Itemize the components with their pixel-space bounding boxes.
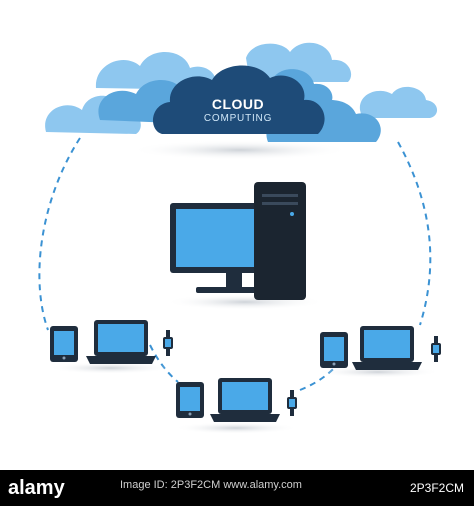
cloud-cluster <box>45 42 438 160</box>
cloud-title: CLOUD <box>211 96 265 112</box>
cloud-icon <box>45 42 438 134</box>
connector-left-arc <box>38 137 81 331</box>
tablet-icon <box>320 332 348 368</box>
laptop-icon <box>352 326 422 370</box>
connector-bottom-left <box>149 344 179 383</box>
cloud-computing-diagram <box>38 42 441 434</box>
connector-right-arc <box>397 141 432 326</box>
smartwatch-icon <box>431 336 441 362</box>
smartwatch-icon <box>163 330 173 356</box>
cloud-shadow <box>130 140 350 160</box>
tablet-icon <box>50 326 78 362</box>
device-group-right <box>316 326 441 378</box>
image-id: 2P3F2CM <box>409 481 464 495</box>
cloud-subtitle: COMPUTING <box>203 113 273 124</box>
desktop-computer-icon <box>165 182 325 310</box>
laptop-icon <box>86 320 156 364</box>
cloud-icon <box>152 65 325 134</box>
device-group-left <box>48 320 173 374</box>
stock-info-line: Image ID: 2P3F2CM www.alamy.com <box>120 479 302 491</box>
laptop-icon <box>210 378 280 422</box>
connector-bottom-right <box>299 354 346 391</box>
alamy-logo: alamy <box>8 477 65 499</box>
stock-footer-bar: alamy Image ID: 2P3F2CM www.alamy.com 2P… <box>0 470 474 506</box>
device-group-bottom <box>174 378 298 434</box>
smartwatch-icon <box>287 390 297 416</box>
tablet-icon <box>176 382 204 418</box>
